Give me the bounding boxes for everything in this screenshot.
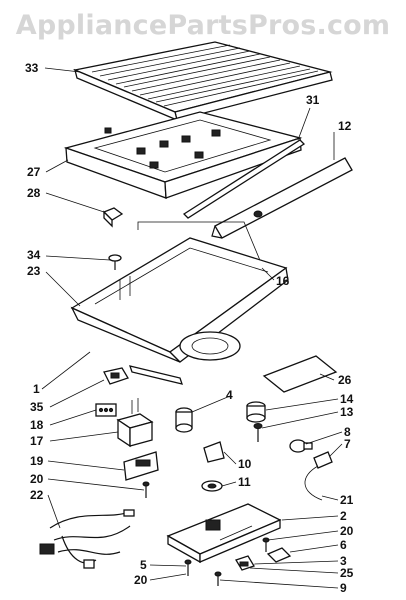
part-strip (182, 139, 306, 219)
part-lamp (289, 439, 333, 501)
part-relay (116, 398, 154, 448)
callout-17: 17 (30, 434, 44, 448)
part-pad (262, 355, 338, 393)
part-screw-34 (108, 254, 122, 270)
part-bushing (175, 407, 193, 433)
callout-25: 25 (340, 566, 354, 580)
part-fitting (246, 401, 266, 423)
watermark: AppliancePartsPros.com (15, 10, 391, 41)
part-base-plate (166, 503, 282, 564)
callout-33: 33 (25, 61, 39, 75)
callout-31: 31 (306, 93, 320, 107)
part-switch (235, 547, 292, 571)
part-cover-grille (72, 41, 333, 122)
callout-20: 20 (134, 573, 148, 587)
callout-5: 5 (140, 558, 147, 572)
callout-9: 9 (340, 581, 347, 595)
callout-14: 14 (340, 392, 354, 406)
callout-19: 19 (30, 454, 44, 468)
callout-16: 16 (276, 274, 290, 288)
callout-2: 2 (340, 509, 347, 523)
callout-20: 20 (340, 524, 354, 538)
callout-21: 21 (340, 493, 354, 507)
part-wire (137, 221, 265, 271)
callout-1: 1 (33, 382, 40, 396)
part-frame (63, 111, 303, 199)
callout-28: 28 (27, 186, 41, 200)
part-clip (103, 367, 129, 385)
callout-11: 11 (238, 475, 251, 489)
callout-27: 27 (27, 165, 41, 179)
part-housing (70, 237, 289, 385)
part-control (123, 451, 159, 481)
callout-labels: 33 31 12 27 28 34 23 16 1 26 35 4 14 18 … (25, 61, 354, 595)
part-bracket (201, 441, 225, 492)
leader-lines (41, 67, 343, 589)
callout-3: 3 (340, 554, 347, 568)
callout-6: 6 (340, 538, 347, 552)
part-harness (39, 509, 135, 569)
part-channel (211, 157, 353, 239)
callout-34: 34 (27, 248, 41, 262)
callout-22: 22 (30, 488, 44, 502)
callout-7: 7 (344, 437, 351, 451)
callout-4: 4 (226, 388, 233, 402)
callout-35: 35 (30, 400, 44, 414)
callout-10: 10 (238, 457, 252, 471)
callout-12: 12 (338, 119, 352, 133)
callout-18: 18 (30, 418, 44, 432)
part-terminal (95, 403, 117, 417)
callout-8: 8 (344, 425, 351, 439)
callout-13: 13 (340, 405, 354, 419)
callout-26: 26 (338, 373, 352, 387)
part-block (102, 207, 124, 228)
callout-20: 20 (30, 472, 44, 486)
callout-23: 23 (27, 264, 41, 278)
